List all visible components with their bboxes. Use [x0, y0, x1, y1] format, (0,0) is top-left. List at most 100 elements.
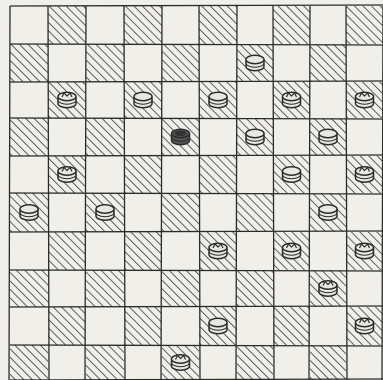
light-square[interactable]	[310, 232, 346, 270]
light-square[interactable]	[162, 82, 199, 118]
light-square[interactable]	[162, 156, 199, 193]
light-square[interactable]	[10, 6, 48, 44]
light-square[interactable]	[48, 118, 86, 156]
checker-piece[interactable]	[172, 129, 190, 144]
dark-square[interactable]	[199, 6, 237, 44]
dark-square[interactable]	[162, 270, 199, 307]
dark-square[interactable]	[48, 232, 86, 270]
checker-piece[interactable]	[246, 129, 264, 144]
king-checker-piece[interactable]	[283, 92, 301, 107]
dark-square[interactable]	[310, 345, 346, 380]
light-square[interactable]	[237, 307, 273, 345]
light-square[interactable]	[273, 118, 310, 156]
light-square[interactable]	[310, 156, 346, 193]
light-square[interactable]	[346, 193, 383, 232]
light-square[interactable]	[346, 44, 383, 82]
light-square[interactable]	[162, 307, 199, 345]
checker-piece[interactable]	[209, 92, 227, 107]
checker-piece[interactable]	[246, 55, 264, 70]
light-square[interactable]	[124, 345, 162, 380]
light-square[interactable]	[346, 345, 383, 380]
light-square[interactable]	[310, 307, 346, 345]
light-square[interactable]	[162, 232, 199, 270]
light-square[interactable]	[199, 44, 237, 82]
light-square[interactable]	[310, 6, 346, 44]
light-square[interactable]	[199, 118, 237, 156]
light-square[interactable]	[86, 307, 124, 345]
dark-square[interactable]	[86, 44, 124, 82]
king-checker-piece[interactable]	[319, 281, 337, 296]
king-checker-piece[interactable]	[172, 355, 190, 370]
light-square[interactable]	[162, 6, 199, 44]
light-square[interactable]	[48, 193, 86, 232]
light-square[interactable]	[10, 156, 48, 193]
checker-piece[interactable]	[319, 129, 337, 144]
light-square[interactable]	[346, 118, 383, 156]
light-square[interactable]	[237, 6, 273, 44]
checker-piece[interactable]	[20, 205, 38, 220]
light-square[interactable]	[346, 270, 383, 307]
light-square[interactable]	[237, 156, 273, 193]
light-square[interactable]	[273, 345, 310, 380]
light-square[interactable]	[124, 118, 162, 156]
light-square[interactable]	[10, 82, 48, 118]
checker-piece[interactable]	[209, 318, 227, 333]
dark-square[interactable]	[162, 44, 199, 82]
light-square[interactable]	[86, 82, 124, 118]
dark-square[interactable]	[310, 44, 346, 82]
dark-square[interactable]	[124, 307, 162, 345]
light-square[interactable]	[124, 44, 162, 82]
dark-square[interactable]	[237, 193, 273, 232]
dark-square[interactable]	[48, 6, 86, 44]
king-checker-piece[interactable]	[356, 318, 374, 333]
king-checker-piece[interactable]	[283, 243, 301, 258]
light-square[interactable]	[86, 6, 124, 44]
dark-square[interactable]	[124, 6, 162, 44]
light-square[interactable]	[86, 156, 124, 193]
checker-piece[interactable]	[319, 205, 337, 220]
dark-square[interactable]	[273, 307, 310, 345]
light-square[interactable]	[237, 82, 273, 118]
light-square[interactable]	[48, 345, 86, 380]
light-square[interactable]	[199, 270, 237, 307]
dark-square[interactable]	[273, 6, 310, 44]
dark-square[interactable]	[199, 156, 237, 193]
light-square[interactable]	[237, 232, 273, 270]
light-square[interactable]	[10, 307, 48, 345]
king-checker-piece[interactable]	[209, 243, 227, 258]
king-checker-piece[interactable]	[356, 167, 374, 182]
dark-square[interactable]	[86, 270, 124, 307]
light-square[interactable]	[86, 232, 124, 270]
dark-square[interactable]	[10, 345, 48, 380]
light-square[interactable]	[124, 193, 162, 232]
king-checker-piece[interactable]	[58, 167, 76, 182]
light-square[interactable]	[124, 270, 162, 307]
king-checker-piece[interactable]	[58, 92, 76, 107]
light-square[interactable]	[199, 193, 237, 232]
light-square[interactable]	[273, 270, 310, 307]
dark-square[interactable]	[237, 345, 273, 380]
king-checker-piece[interactable]	[356, 243, 374, 258]
dark-square[interactable]	[237, 270, 273, 307]
dark-square[interactable]	[346, 6, 383, 44]
dark-square[interactable]	[86, 345, 124, 380]
dark-square[interactable]	[48, 307, 86, 345]
light-square[interactable]	[48, 270, 86, 307]
light-square[interactable]	[310, 82, 346, 118]
dark-square[interactable]	[162, 193, 199, 232]
checker-piece[interactable]	[283, 167, 301, 182]
dark-square[interactable]	[10, 44, 48, 82]
king-checker-piece[interactable]	[356, 92, 374, 107]
dark-square[interactable]	[86, 118, 124, 156]
checker-piece[interactable]	[134, 92, 152, 107]
light-square[interactable]	[48, 44, 86, 82]
light-square[interactable]	[273, 193, 310, 232]
dark-square[interactable]	[10, 270, 48, 307]
dark-square[interactable]	[124, 232, 162, 270]
dark-square[interactable]	[10, 118, 48, 156]
light-square[interactable]	[273, 44, 310, 82]
checker-piece[interactable]	[96, 205, 114, 220]
light-square[interactable]	[199, 345, 237, 380]
light-square[interactable]	[10, 232, 48, 270]
dark-square[interactable]	[124, 156, 162, 193]
